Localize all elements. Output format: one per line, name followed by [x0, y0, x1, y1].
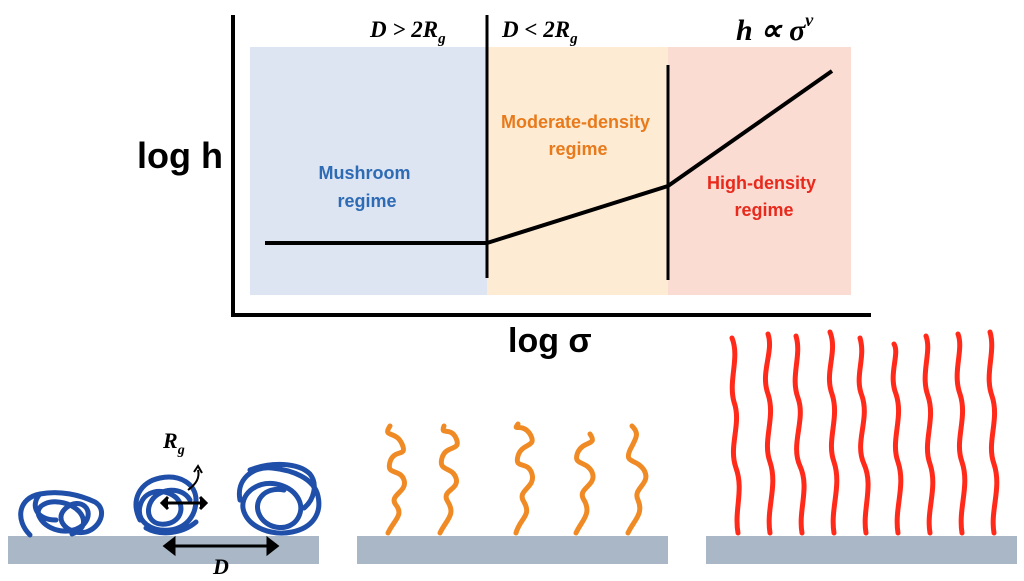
- brush-6: [890, 341, 904, 536]
- brush-3: [792, 333, 807, 536]
- rg-arrow: [159, 464, 209, 511]
- y-axis-label: log h: [137, 135, 223, 176]
- moderate-label-line1: Moderate-density: [501, 112, 650, 132]
- scaling-law: h ∝ σν: [736, 10, 814, 47]
- coil-2: [133, 474, 199, 536]
- high-label-line1: High-density: [707, 173, 816, 193]
- mushroom-label: Mushroom regime: [318, 163, 415, 211]
- brush-4: [826, 329, 840, 536]
- x-axis-label: log σ: [508, 322, 592, 360]
- moderate-chains: [385, 421, 649, 536]
- brush-8: [954, 331, 968, 536]
- brush-9: [986, 329, 1000, 536]
- rg-label: Rg: [162, 428, 185, 458]
- moderate-chain-4: [573, 431, 596, 536]
- moderate-chain-3: [513, 421, 535, 536]
- moderate-region: [487, 47, 668, 295]
- d-arrow: [162, 535, 280, 557]
- substrate-moderate: [357, 536, 668, 564]
- substrate-high: [706, 536, 1017, 564]
- brush-7: [922, 333, 936, 536]
- high-region: [668, 47, 851, 295]
- high-label-line2: regime: [734, 200, 793, 220]
- mushroom-label-line1: Mushroom: [318, 163, 410, 183]
- moderate-label-line2: regime: [548, 139, 607, 159]
- mushroom-region: [250, 47, 487, 295]
- high-label: High-density regime: [707, 173, 821, 220]
- brush-1: [729, 335, 742, 536]
- moderate-chain-5: [625, 423, 649, 536]
- moderate-chain-2: [437, 423, 460, 536]
- condition-left: D > 2Rg: [369, 17, 446, 47]
- brush-5: [856, 335, 871, 536]
- moderate-label: Moderate-density regime: [501, 112, 655, 159]
- brush-2: [762, 331, 776, 536]
- condition-right: D < 2Rg: [501, 17, 578, 47]
- mushroom-label-line2: regime: [337, 191, 396, 211]
- height-curve: [265, 69, 834, 245]
- mushroom-coils: [18, 461, 322, 538]
- coil-1: [18, 490, 105, 538]
- moderate-chain-1: [385, 423, 407, 536]
- high-density-brushes: [729, 329, 1000, 536]
- coil-3: [236, 461, 322, 536]
- d-label: D: [212, 554, 229, 579]
